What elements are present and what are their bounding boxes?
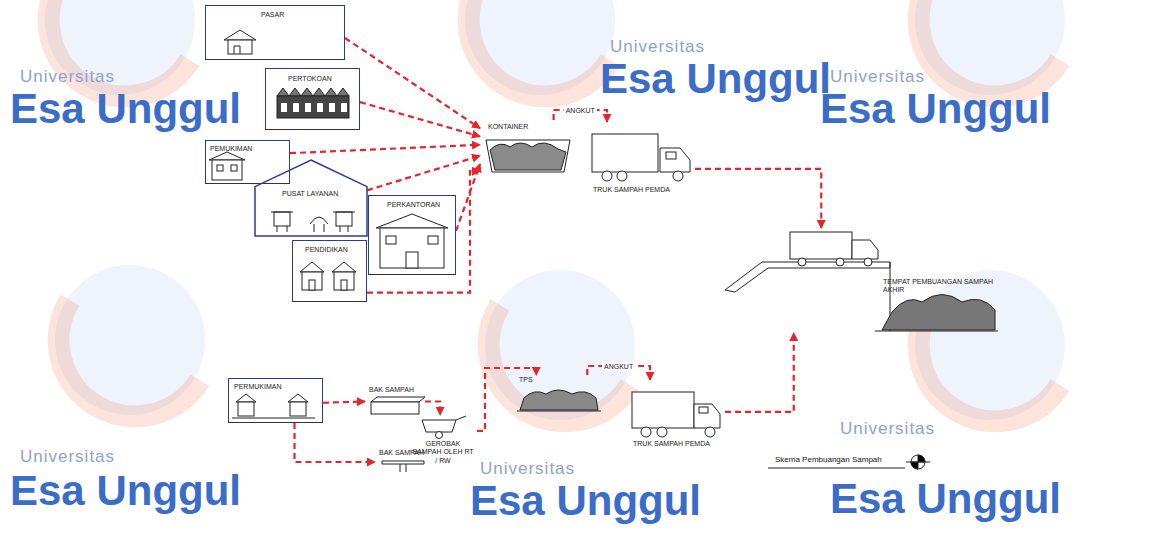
- watermark-text: Esa Unggul: [10, 470, 241, 512]
- node-label: PERMUKIMAN: [234, 383, 281, 391]
- transfer-station: [517, 390, 601, 411]
- source-area: PERMUKIMAN: [228, 378, 323, 423]
- landfill: [725, 232, 998, 331]
- facility: KONTAINER: [480, 120, 572, 175]
- node-label: TRUK SAMPAH PEMDA: [593, 186, 670, 194]
- flow-arrow: [345, 38, 480, 128]
- market-building: [224, 30, 256, 54]
- housing-buildings: [232, 394, 315, 418]
- node-label: PASAR: [261, 11, 284, 19]
- flow-arrow: [725, 333, 794, 412]
- watermark-text: Universitas: [480, 460, 575, 477]
- source-area: PEMUKIMAN: [205, 140, 290, 184]
- source-area: PERKANTORAN: [368, 195, 456, 275]
- watermark-text: Esa Unggul: [820, 88, 1051, 130]
- logo-watermark: [55, 265, 205, 416]
- node-label: BAK SAMPAH: [369, 386, 414, 394]
- logo-watermark: [465, 0, 615, 96]
- garbage-truck: [632, 392, 720, 437]
- facility: GEROBAK SAMPAH OLEH RT / RW: [410, 415, 477, 468]
- flow-arrow: [367, 156, 480, 191]
- flow-arrow: [295, 423, 376, 462]
- facility: TRUK SAMPAH PEMDA: [585, 122, 695, 200]
- source-area: PENDIDIKAN: [292, 240, 367, 302]
- node-label: BAK SAMPAH: [379, 449, 424, 457]
- edge-label: ANGKUT: [602, 362, 635, 371]
- edge-label: ANGKUT: [564, 106, 597, 115]
- source-area: PASAR: [205, 5, 345, 60]
- facility: TRUK SAMPAH PEMDA: [625, 380, 725, 451]
- flow-arrow: [360, 102, 480, 136]
- flow-arrow: [456, 164, 480, 231]
- waste-cart: [422, 416, 466, 439]
- watermark-text: Esa Unggul: [10, 88, 241, 130]
- shop-row: [277, 88, 349, 118]
- watermark-text: Esa Unggul: [830, 478, 1061, 520]
- flow-arrow: [477, 368, 536, 431]
- drawing-title: Skema Pembuangan Sampah: [775, 456, 882, 464]
- school-buildings: [300, 262, 356, 290]
- watermark-text: Universitas: [20, 68, 115, 85]
- facility: BAK SAMPAH: [365, 385, 425, 418]
- node-label: PENDIDIKAN: [305, 246, 348, 254]
- garbage-truck: [592, 134, 690, 181]
- pentagon-outline: [255, 160, 367, 236]
- node-label: PEMUKIMAN: [210, 145, 252, 153]
- node-label: PERKANTORAN: [387, 201, 440, 209]
- flow-arrow: [290, 145, 480, 153]
- node-label: TPS: [519, 376, 533, 384]
- office-building: [376, 214, 448, 268]
- service-area: PUSAT LAYANAN: [255, 160, 367, 236]
- source-area: PERTOKOAN: [265, 68, 360, 130]
- watermark-text: Universitas: [610, 38, 705, 55]
- flow-arrow: [323, 402, 365, 403]
- node-label: PUSAT LAYANAN: [282, 190, 338, 198]
- watermark-text: Universitas: [840, 420, 935, 437]
- container: [486, 140, 570, 172]
- logo-watermark: [915, 0, 1065, 96]
- facility: BAK SAMPAH: [375, 448, 430, 476]
- pentagon-outline: [255, 160, 367, 236]
- node-label: KONTAINER: [488, 123, 528, 131]
- flow-arrow: [367, 171, 480, 293]
- node-label: PERTOKOAN: [288, 75, 332, 83]
- waste-bin: [382, 461, 424, 472]
- logo-watermark: [485, 270, 635, 421]
- node-label: TRUK SAMPAH PEMDA: [633, 440, 710, 448]
- node-label: TEMPAT PEMBUANGAN SAMPAH AKHIR: [883, 278, 993, 295]
- facility: TEMPAT PEMBUANGAN SAMPAH AKHIR: [725, 228, 1000, 333]
- watermark-text: Universitas: [830, 68, 925, 85]
- housing-building: [209, 152, 245, 180]
- logo-watermark: [915, 270, 1065, 421]
- service-icons: [271, 212, 355, 232]
- waste-bin: [371, 397, 425, 414]
- watermark-text: Esa Unggul: [600, 58, 831, 100]
- facility: TPS: [515, 375, 600, 413]
- watermark-text: Universitas: [20, 448, 115, 465]
- flow-arrow: [695, 169, 821, 228]
- title-mark: [768, 455, 930, 469]
- flow-arrow: [425, 402, 440, 416]
- watermark-text: Esa Unggul: [470, 480, 701, 522]
